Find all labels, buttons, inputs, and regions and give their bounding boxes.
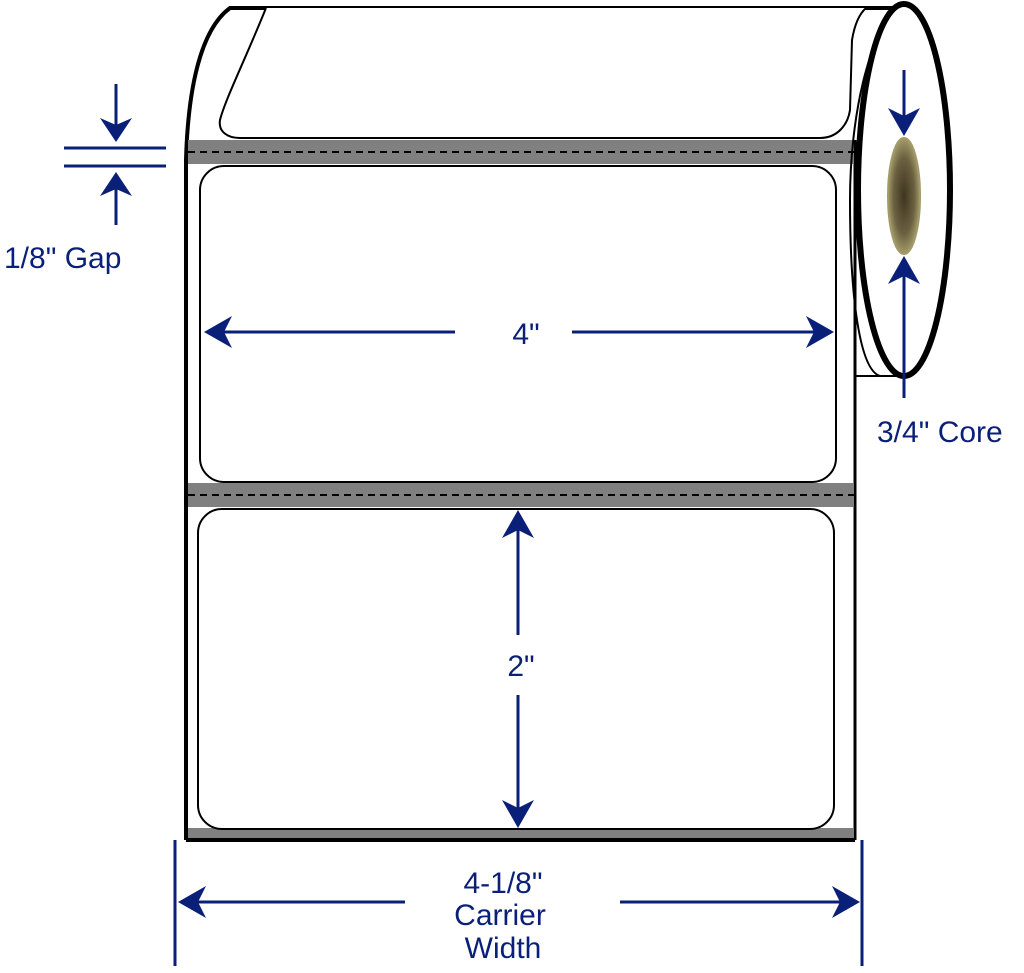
- roll-body: [184, 6, 900, 842]
- arrow-up-icon: [100, 172, 132, 196]
- core-dimension: [888, 70, 920, 398]
- label-height-dimension: [502, 510, 534, 828]
- gap-label: 1/8" Gap: [4, 242, 121, 275]
- label-width-dimension: [204, 316, 834, 348]
- wrapped-label: [218, 7, 867, 139]
- arrow-left-icon: [204, 316, 232, 348]
- arrow-down-icon: [100, 118, 132, 142]
- core-icon: [887, 137, 921, 255]
- gap-dimension: [64, 84, 166, 225]
- carrier-width-line3: Width: [465, 932, 542, 965]
- gap-strip-top: [188, 140, 854, 164]
- arrow-down-icon: [888, 108, 920, 136]
- arrow-down-icon: [502, 800, 534, 828]
- label-2: [197, 508, 835, 830]
- arrow-up-icon: [888, 256, 920, 284]
- label-1: [199, 165, 837, 483]
- core-label: 3/4" Core: [877, 416, 1003, 449]
- carrier-width-line2: Carrier: [454, 899, 546, 932]
- carrier-width-dimension: [173, 840, 864, 966]
- carrier-width-line1: 4-1/8": [463, 867, 542, 900]
- arrow-right-icon: [832, 886, 860, 918]
- label-height-text: 2": [507, 650, 534, 683]
- gap-strip-middle: [188, 483, 854, 507]
- label-width-text: 4": [512, 318, 539, 351]
- arrow-left-icon: [178, 886, 206, 918]
- arrow-right-icon: [806, 316, 834, 348]
- gap-strip-bottom: [188, 828, 854, 838]
- roll-end: [848, 1, 953, 379]
- arrow-up-icon: [502, 510, 534, 538]
